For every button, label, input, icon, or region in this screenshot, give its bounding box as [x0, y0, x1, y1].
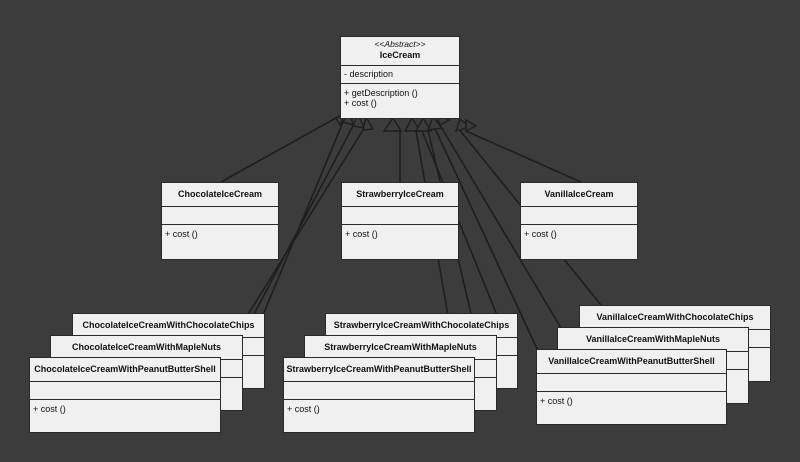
- operation: + getDescription (): [344, 88, 418, 98]
- edge-choc-chips: [262, 121, 344, 316]
- operations-compartment: + cost (): [537, 392, 726, 406]
- class-strawberry-ice-cream[interactable]: StrawberryIceCream + cost (): [341, 182, 459, 260]
- edge-vanilla: [465, 130, 582, 183]
- edge-chocolate: [220, 117, 337, 183]
- edge-van-peanut: [431, 121, 539, 352]
- attributes-compartment: [342, 207, 458, 225]
- attributes-compartment: - description: [341, 66, 459, 84]
- operations-compartment: + cost (): [30, 400, 220, 414]
- class-header: StrawberryIceCream: [342, 183, 458, 207]
- class-chocolate-with-peanut-butter-shell[interactable]: ChocolateIceCreamWithPeanutButterShell +…: [29, 357, 221, 433]
- operations-compartment: + cost (): [521, 225, 637, 239]
- operations-compartment: + getDescription () + cost (): [341, 84, 459, 108]
- class-header: StrawberryIceCreamWithPeanutButterShell: [284, 358, 474, 382]
- operations-compartment: + cost (): [162, 225, 278, 239]
- operation: + cost (): [287, 404, 320, 414]
- operations-compartment: + cost (): [342, 225, 458, 239]
- stereotype-label: <<Abstract>>: [374, 39, 426, 49]
- class-name: IceCream: [379, 50, 421, 60]
- attributes-compartment: [537, 374, 726, 392]
- arrowhead-11: [465, 118, 478, 133]
- operation: + cost (): [524, 229, 557, 239]
- attribute: - description: [344, 69, 394, 79]
- arrowhead-8: [426, 115, 444, 131]
- class-chocolate-ice-cream[interactable]: ChocolateIceCream + cost (): [161, 182, 279, 260]
- class-vanilla-with-peanut-butter-shell[interactable]: VanillaIceCreamWithPeanutButterShell + c…: [536, 349, 727, 425]
- operation: + cost (): [540, 396, 573, 406]
- operation: + cost (): [344, 98, 377, 108]
- arrowhead-6: [403, 116, 422, 132]
- edge-choc-maple: [242, 125, 354, 336]
- class-header: ChocolateIceCream: [162, 183, 278, 207]
- arrowhead-3: [352, 112, 366, 129]
- class-icecream[interactable]: <<Abstract>> IceCream - description + ge…: [340, 36, 460, 119]
- arrowhead-5: [382, 116, 403, 132]
- class-header: VanillaIceCreamWithPeanutButterShell: [537, 350, 726, 374]
- operation: + cost (): [165, 229, 198, 239]
- attributes-compartment: [521, 207, 637, 225]
- class-header: ChocolateIceCreamWithPeanutButterShell: [30, 358, 220, 382]
- attributes-compartment: [162, 207, 278, 225]
- attributes-compartment: [284, 382, 474, 400]
- edge-straw-chips: [421, 130, 498, 316]
- class-header: VanillaIceCream: [521, 183, 637, 207]
- class-header: <<Abstract>> IceCream: [341, 37, 459, 66]
- operation: + cost (): [33, 404, 66, 414]
- attributes-compartment: [30, 382, 220, 400]
- operation: + cost (): [345, 229, 378, 239]
- class-vanilla-ice-cream[interactable]: VanillaIceCream + cost (): [520, 182, 638, 260]
- class-strawberry-with-peanut-butter-shell[interactable]: StrawberryIceCreamWithPeanutButterShell …: [283, 357, 475, 433]
- operations-compartment: + cost (): [284, 400, 474, 414]
- arrowhead-7: [414, 116, 433, 132]
- arrowhead-4: [362, 115, 375, 131]
- edge-van-maple: [439, 124, 562, 329]
